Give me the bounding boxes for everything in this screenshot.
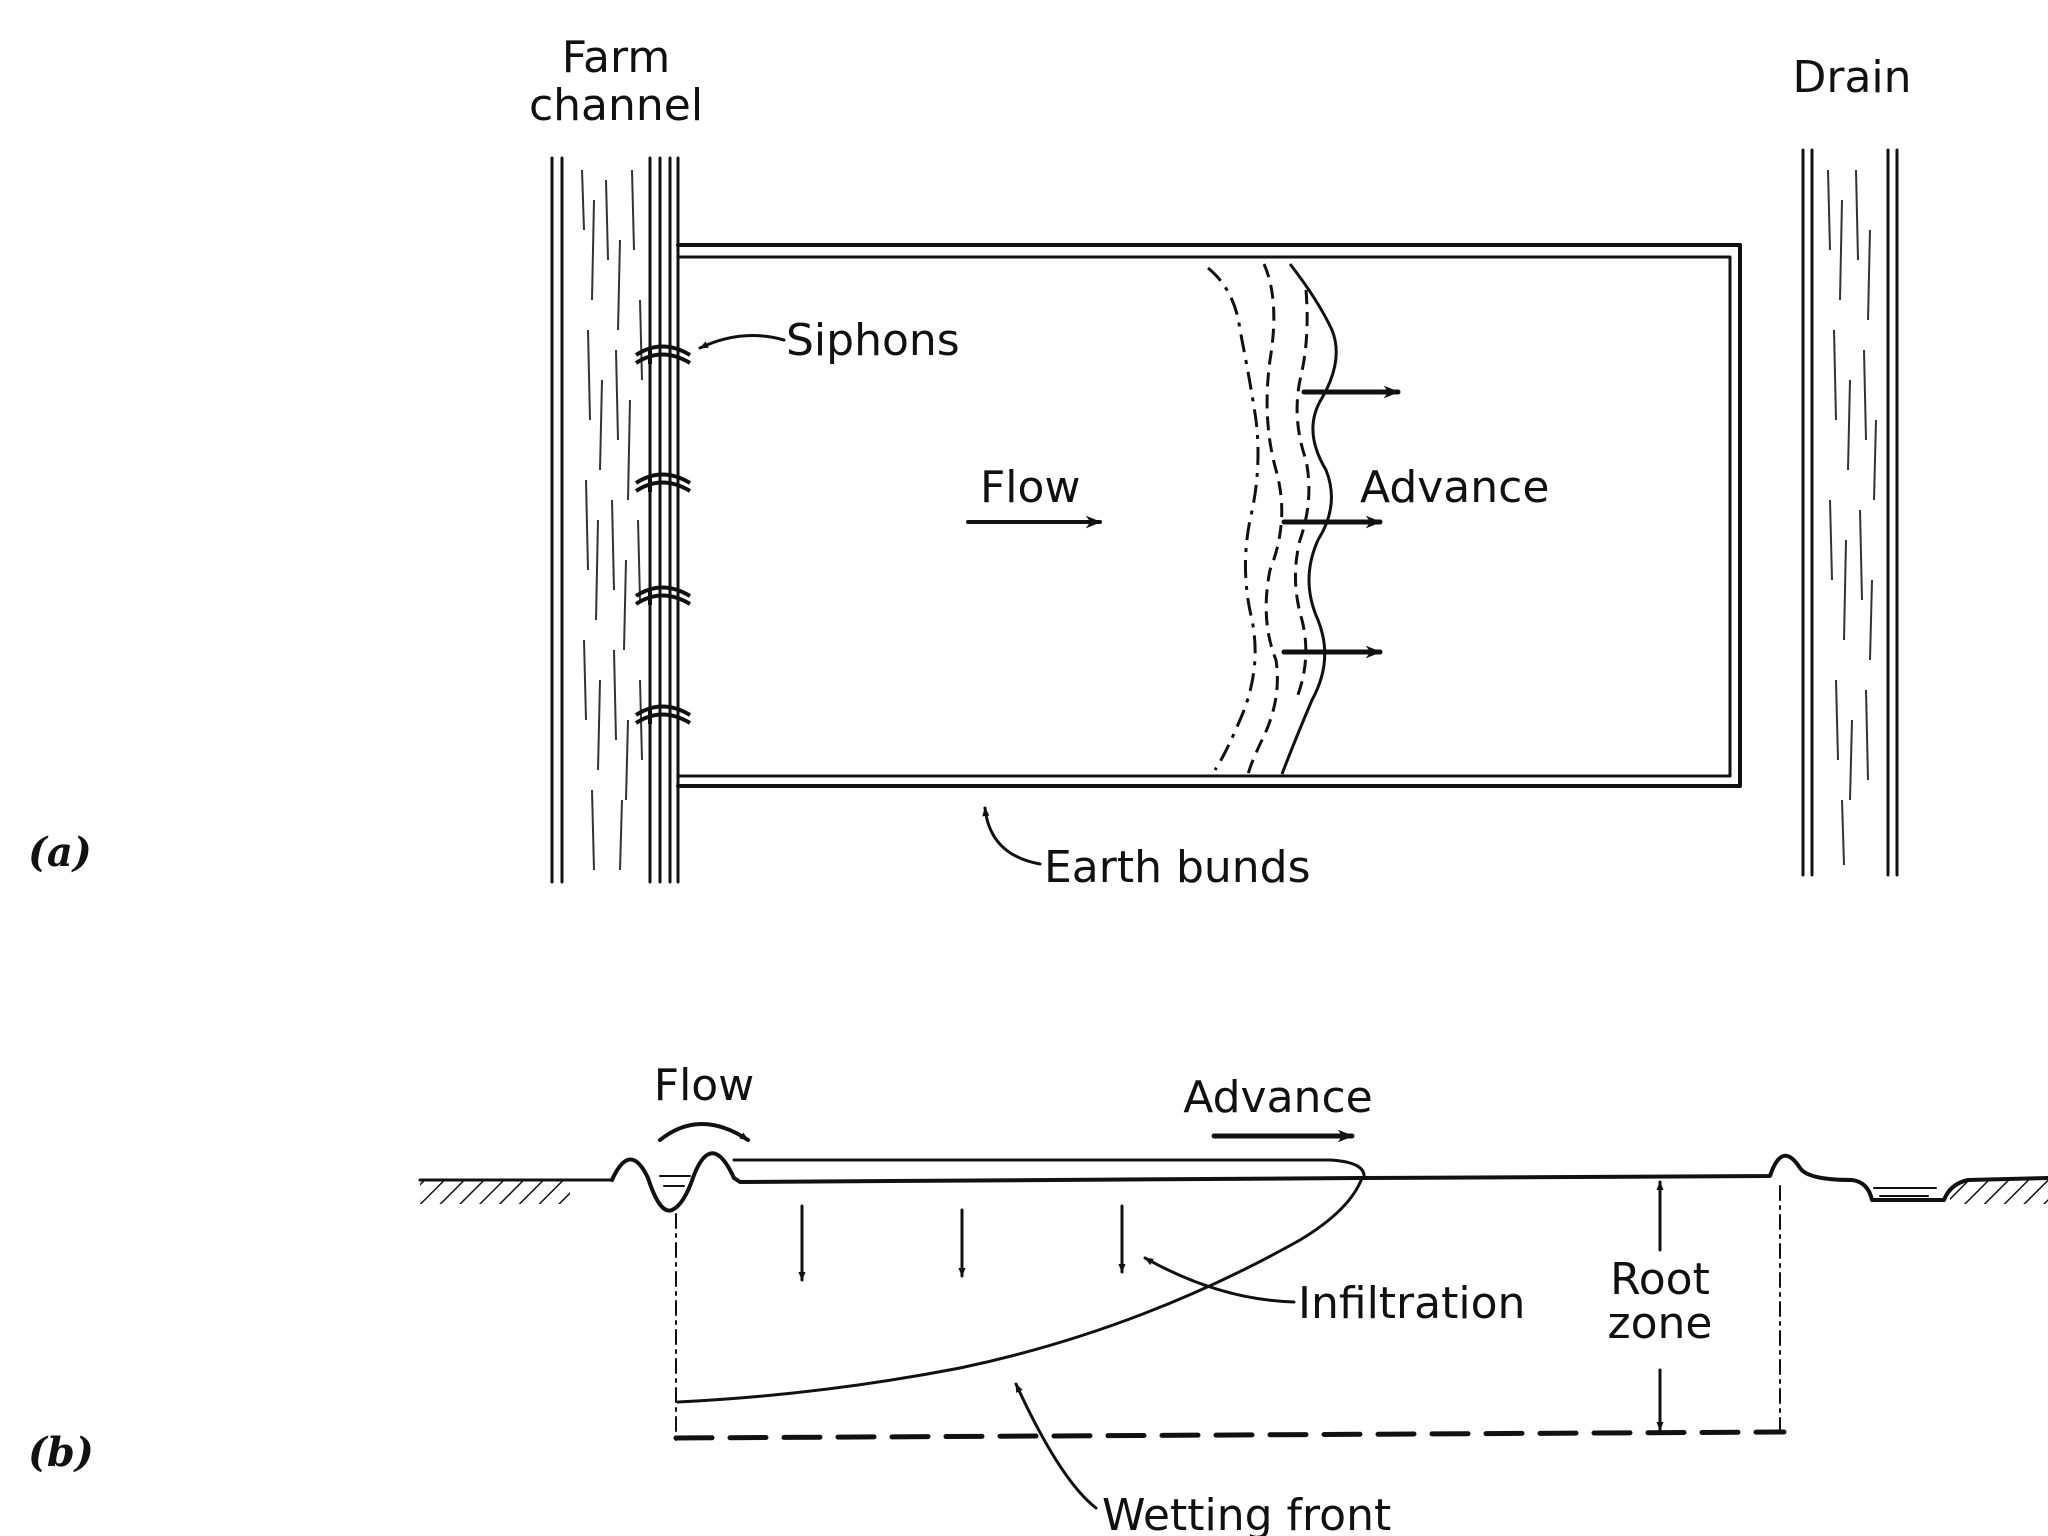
earth-bunds-label: Earth bunds xyxy=(1044,842,1311,893)
wetting-front-label: Wetting front xyxy=(1102,1490,1391,1536)
surface-water-sheet xyxy=(732,1158,1366,1180)
panel-b-cross-section: Flow Advance Infiltration Wetting front … xyxy=(28,1060,2048,1536)
siphons-label: Siphons xyxy=(786,315,960,366)
flow-arrow-section xyxy=(658,1122,750,1142)
drain-water xyxy=(1873,1187,1937,1197)
advance-label-plan: Advance xyxy=(1360,462,1549,513)
flow-label-section: Flow xyxy=(654,1060,754,1111)
wetting-front-curve xyxy=(676,1176,1364,1404)
root-zone-label-line1: Root xyxy=(1610,1254,1710,1305)
panel-b-label: (b) xyxy=(28,1429,94,1476)
advance-label-section: Advance xyxy=(1183,1072,1372,1123)
siphon-icon xyxy=(634,585,692,606)
channel-water xyxy=(659,1175,691,1187)
siphon-icon xyxy=(634,704,692,725)
drain-water-texture xyxy=(1827,169,1877,866)
farm-channel-label-line2: channel xyxy=(529,80,703,131)
farm-channel-label-line1: Farm xyxy=(562,32,670,83)
panel-a-plan-view: Siphons Flow Advance Earth bunds Farm ch… xyxy=(28,32,1912,893)
ground-hatch-right xyxy=(1950,1180,2048,1204)
infiltration-arrows xyxy=(798,1204,1126,1282)
ground-hatch-left xyxy=(420,1180,570,1204)
siphons xyxy=(634,344,692,725)
farm-channel xyxy=(550,156,680,884)
advancing-front xyxy=(1207,263,1338,776)
farm-channel-water-texture xyxy=(581,169,643,871)
earth-bunds-leader-arrow xyxy=(982,806,1042,866)
root-zone-bottom xyxy=(673,1429,1787,1441)
infiltration-label: Infiltration xyxy=(1298,1278,1525,1329)
drain-label: Drain xyxy=(1792,52,1911,103)
drain-channel xyxy=(1801,148,1899,877)
panel-a-label: (a) xyxy=(28,829,92,876)
siphons-leader-arrow xyxy=(698,334,786,350)
basin-earth-bunds xyxy=(676,243,1742,788)
wetting-front-leader-arrow xyxy=(1014,1382,1098,1510)
infiltration-leader-arrow xyxy=(1143,1256,1296,1304)
ground-surface-profile xyxy=(610,1151,2048,1213)
siphon-icon xyxy=(634,344,692,365)
advance-arrows-plan xyxy=(1281,385,1401,659)
root-zone-label-line2: zone xyxy=(1608,1298,1713,1349)
siphon-icon xyxy=(634,472,692,493)
flow-label-plan: Flow xyxy=(980,462,1080,513)
